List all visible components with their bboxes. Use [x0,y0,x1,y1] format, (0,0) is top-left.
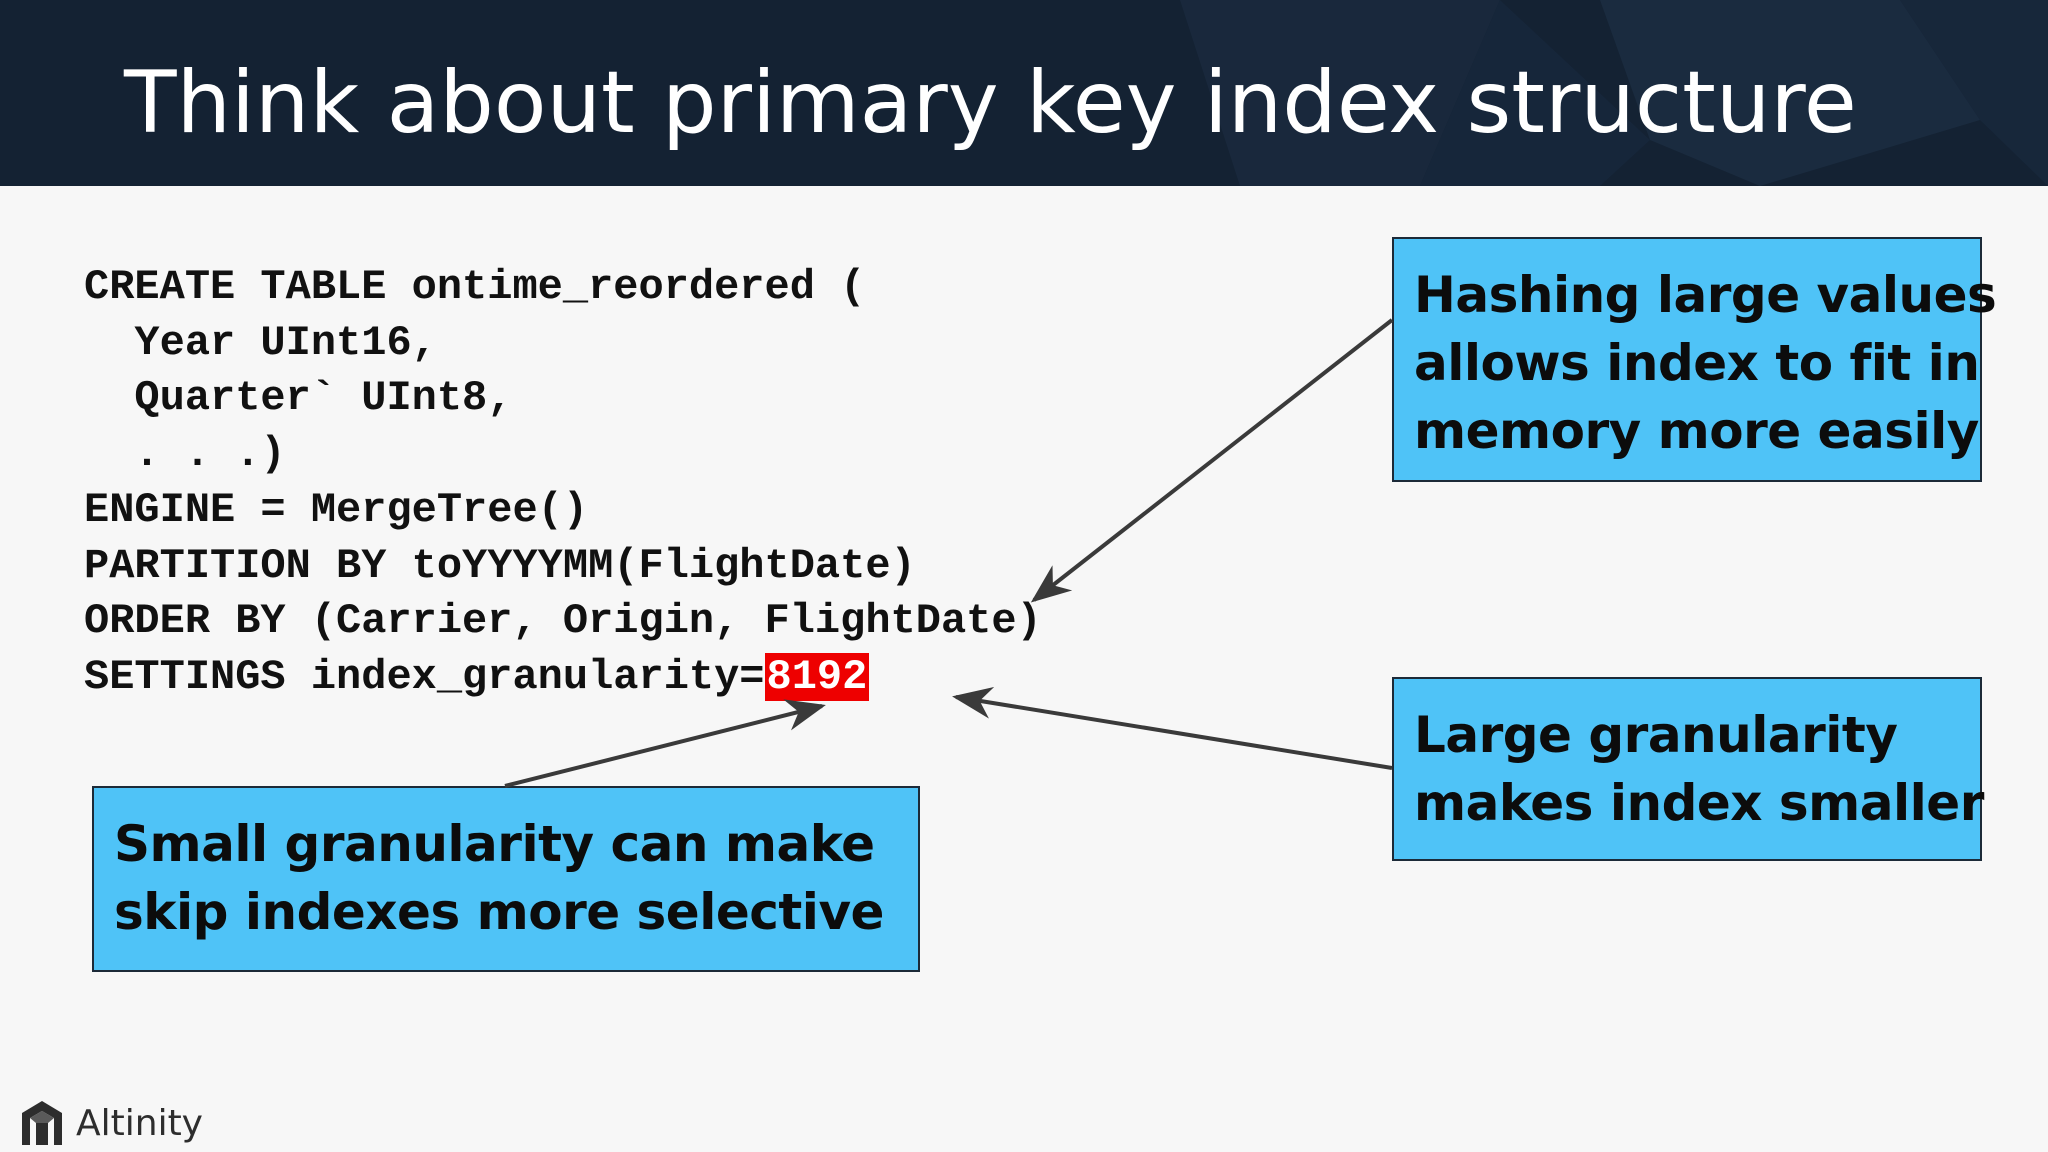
callout-line: skip indexes more selective [114,883,884,941]
slide-title: Think about primary key index structure [124,53,1857,153]
arrow-small-granularity [504,699,826,788]
header-background [0,0,2048,186]
logo-text: Altinity [76,1102,203,1144]
altinity-logo-icon [22,1101,62,1145]
callout-small-granularity: Small granularity can make skip indexes … [92,786,920,972]
code-line: . . .) [84,430,286,479]
callout-line: Hashing large values [1414,266,1997,324]
code-line: ORDER BY (Carrier, Origin, FlightDate) [84,597,1042,646]
callout-line: allows index to fit in [1414,334,1980,392]
slide-header: Think about primary key index structure [0,0,2048,186]
callout-large-granularity: Large granularity makes index smaller [1392,677,1984,861]
callout-line: memory more easily [1414,402,1979,460]
callout-line: Small granularity can make [114,815,875,873]
code-line: Year UInt16, [84,318,437,367]
callout-line: makes index smaller [1414,774,1984,832]
code-settings-prefix: SETTINGS index_granularity= [84,652,765,701]
callout-hashing: Hashing large values allows index to fit… [1392,237,1997,482]
sql-code-block: CREATE TABLE ontime_reordered ( Year UIn… [84,260,1042,706]
code-line: ENGINE = MergeTree() [84,485,589,534]
arrow-large-granularity [952,686,1393,770]
callout-line: Large granularity [1414,706,1898,764]
granularity-highlight: 8192 [764,652,870,701]
arrow-hashing [1030,318,1394,603]
code-line: Quarter` UInt8, [84,374,513,423]
code-line: PARTITION BY toYYYYMM(FlightDate) [84,541,916,590]
footer-logo: Altinity [20,1098,203,1148]
code-line: CREATE TABLE ontime_reordered ( [84,263,866,311]
